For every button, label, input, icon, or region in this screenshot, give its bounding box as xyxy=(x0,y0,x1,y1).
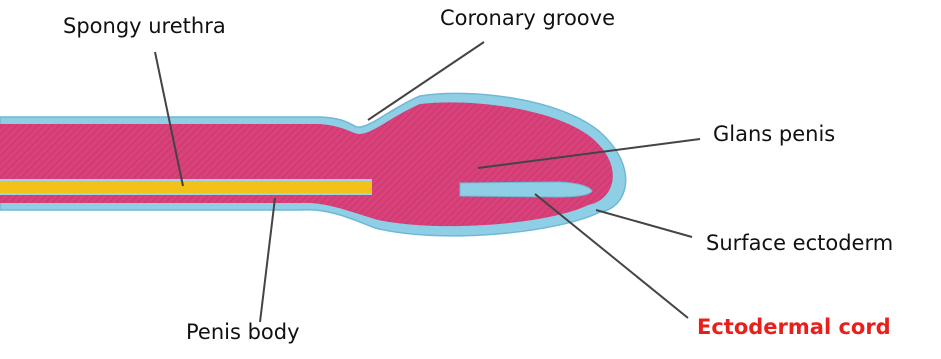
leader-line-surface-ectoderm xyxy=(596,210,692,237)
label-spongy-urethra: Spongy urethra xyxy=(63,16,226,37)
label-coronary-groove: Coronary groove xyxy=(440,8,615,29)
label-glans-penis: Glans penis xyxy=(713,124,835,145)
label-ectodermal-cord: Ectodermal cord xyxy=(697,317,891,338)
label-penis-body: Penis body xyxy=(186,322,300,343)
leader-line-ectodermal-cord xyxy=(535,194,688,318)
spongy-urethra-channel xyxy=(0,181,372,193)
ectodermal-cord-shape xyxy=(460,182,592,197)
leader-line-penis-body xyxy=(260,198,275,322)
urethra-border xyxy=(0,193,372,195)
label-surface-ectoderm: Surface ectoderm xyxy=(706,233,893,254)
urethra-border xyxy=(0,179,372,181)
